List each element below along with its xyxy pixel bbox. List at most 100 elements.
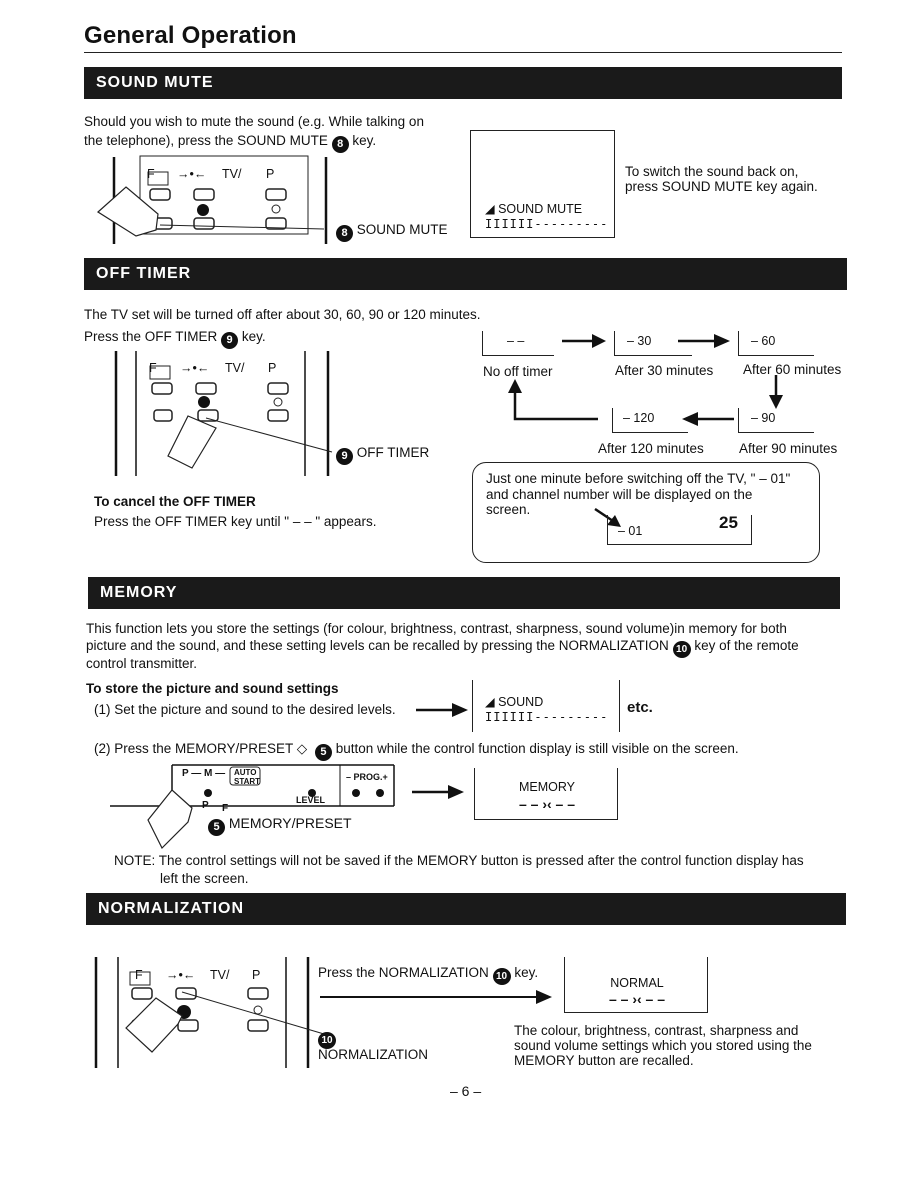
remote-label-level: LEVEL (296, 795, 326, 805)
timer-caption-none: No off timer (483, 364, 553, 379)
callout-off-timer: 9 OFF TIMER (336, 443, 429, 465)
display-sound: ◢ SOUND IIIIII--------- (472, 680, 620, 732)
normalization-press: Press the NORMALIZATION 10 key. (318, 963, 538, 985)
remote-label-prog: – PROG.+ (346, 772, 388, 782)
timer-caption-30: After 30 minutes (615, 363, 714, 378)
timer-caption-120: After 120 minutes (598, 441, 704, 456)
display-normal: NORMAL – – ›‹ – – (564, 957, 708, 1013)
timer-cycle-arrows (508, 334, 783, 426)
arrow-right-icon (412, 785, 464, 799)
screen-preview (607, 515, 752, 545)
pointer-arrow-icon (594, 507, 621, 527)
section-heading-normalization: NORMALIZATION (86, 893, 846, 925)
off-timer-press: Press the OFF TIMER 9 key. (84, 327, 266, 349)
cancel-off-timer-text: Press the OFF TIMER key until " – – " ap… (94, 514, 377, 529)
key-number-badge: 9 (336, 448, 353, 465)
key-number-badge: 5 (314, 744, 332, 761)
remote-key-arrows: →•← (180, 361, 210, 375)
remote-key-p: P (266, 167, 275, 181)
memory-step1: (1) Set the picture and sound to the des… (94, 702, 396, 717)
callout-sound-mute-label: SOUND MUTE (356, 222, 448, 237)
sound-mute-note-line1: To switch the sound back on, (625, 164, 799, 179)
remote-key-f: F (135, 968, 143, 982)
remote-illustration-sound-mute (97, 155, 328, 244)
remote-label-pm: P ― M ― (182, 768, 226, 779)
key-number-badge: 10 (492, 968, 511, 985)
memory-step2: (2) Press the MEMORY/PRESET ◇ 5 button w… (94, 739, 739, 761)
memory-para-line1: This function lets you store the setting… (86, 621, 787, 636)
timer-caption-90: After 90 minutes (739, 441, 838, 456)
display-normal-label: NORMAL (610, 976, 664, 990)
etc-label: etc. (627, 699, 653, 716)
title-rule (84, 52, 842, 53)
page-number: – 6 – (450, 1083, 482, 1099)
memory-para-line2: picture and the sound, and these setting… (86, 636, 799, 658)
key-number-badge: 10 (672, 641, 691, 658)
callout-sound-mute: 8 SOUND MUTE (336, 220, 448, 242)
remote-key-p: P (268, 361, 277, 375)
one-minute-note-line3: screen. (486, 502, 531, 517)
sound-mute-intro-text: the telephone), press the SOUND MUTE (84, 133, 328, 148)
callout-normalization-num: 10 (318, 1028, 336, 1049)
key-number-badge: 8 (336, 225, 353, 242)
cancel-off-timer-title: To cancel the OFF TIMER (94, 494, 256, 509)
display-memory-symbol: – – ›‹ – – (518, 796, 576, 812)
sound-mute-intro-line2: the telephone), press the SOUND MUTE 8 k… (84, 131, 376, 153)
remote-illustration-memory (110, 764, 395, 850)
timer-display-90: – 90 (738, 408, 814, 433)
display-memory-label: MEMORY (518, 780, 576, 794)
remote-key-p: P (252, 968, 261, 982)
display-sound-label: SOUND (498, 695, 544, 709)
display-memory: MEMORY – – ›‹ – – (474, 768, 618, 820)
remote-label-p: P (202, 800, 209, 811)
off-timer-intro: The TV set will be turned off after abou… (84, 307, 481, 322)
one-minute-note-line1: Just one minute before switching off the… (486, 471, 791, 486)
remote-key-tv: TV/ (225, 361, 245, 375)
memory-para-line3: control transmitter. (86, 656, 198, 671)
channel-number: 25 (719, 513, 738, 532)
remote-key-arrows: →•← (166, 968, 196, 982)
display-one-minute: – 01 (607, 515, 647, 545)
volume-meter: IIIIII--------- (485, 710, 609, 724)
timer-caption-60: After 60 minutes (743, 362, 842, 377)
display-normal-symbol: – – ›‹ – – (608, 991, 666, 1007)
normalization-desc-line1: The colour, brightness, contrast, sharpn… (514, 1023, 799, 1038)
one-minute-note-line2: and channel number will be displayed on … (486, 487, 753, 502)
key-number-badge: 8 (331, 136, 349, 153)
timer-display-30: – 30 (614, 331, 692, 356)
store-settings-title: To store the picture and sound settings (86, 681, 339, 696)
sound-mute-intro-line1: Should you wish to mute the sound (e.g. … (84, 114, 424, 129)
timer-display-120: – 120 (612, 408, 688, 433)
sound-mute-note-line2: press SOUND MUTE key again. (625, 179, 818, 194)
sound-mute-intro-end: key. (352, 133, 377, 148)
remote-key-arrows: →•← (177, 167, 207, 181)
section-heading-sound-mute: SOUND MUTE (84, 67, 842, 99)
volume-meter: IIIIII--------- (485, 217, 609, 231)
normalization-desc-line3: MEMORY button are recalled. (514, 1053, 694, 1068)
section-heading-off-timer: OFF TIMER (84, 258, 847, 290)
key-number-badge: 10 (318, 1032, 336, 1049)
normalization-desc-line2: sound volume settings which you stored u… (514, 1038, 812, 1053)
section-heading-memory: MEMORY (88, 577, 840, 609)
timer-display-60: – 60 (738, 331, 814, 356)
remote-illustration-normalization (94, 957, 325, 1068)
remote-key-f: F (149, 361, 157, 375)
page-title: General Operation (84, 22, 297, 49)
key-number-badge: 9 (221, 332, 239, 349)
arrow-right-icon (320, 990, 552, 1004)
remote-illustration-off-timer (114, 351, 333, 476)
remote-key-tv: TV/ (222, 167, 242, 181)
tv-screen-sound-mute: ◢ SOUND MUTE IIIIII--------- (470, 130, 615, 238)
memory-note-line2: left the screen. (160, 871, 249, 886)
remote-label-f: F (222, 803, 229, 814)
remote-key-tv: TV/ (210, 968, 230, 982)
callout-memory-preset: 5 MEMORY/PRESET (208, 814, 352, 836)
remote-key-f: F (147, 167, 155, 181)
one-minute-note-box: Just one minute before switching off the… (472, 462, 820, 563)
memory-note-line1: NOTE: The control settings will not be s… (114, 853, 804, 868)
display-sound-mute-label: ◢ SOUND MUTE (485, 202, 583, 216)
key-number-badge: 5 (208, 819, 225, 836)
callout-normalization-label: NORMALIZATION (318, 1047, 429, 1062)
arrow-right-icon (416, 703, 468, 717)
